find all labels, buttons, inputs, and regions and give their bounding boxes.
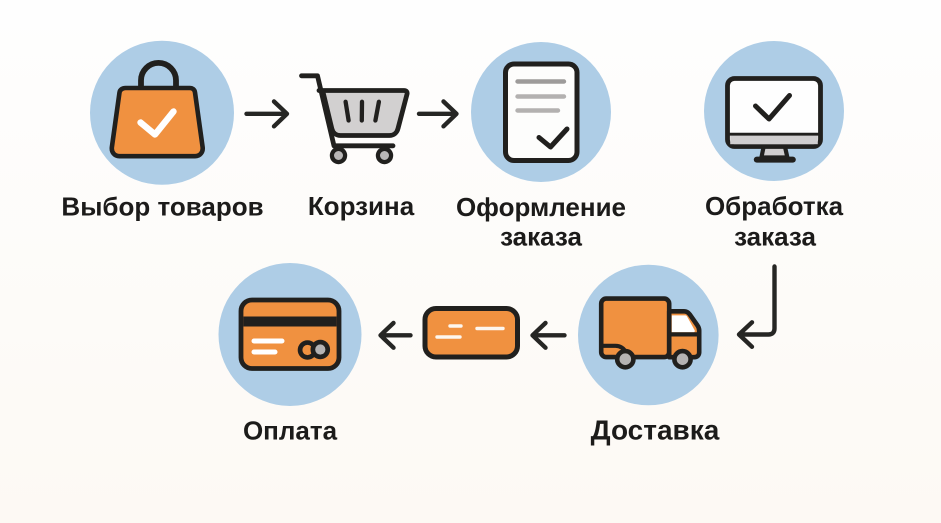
- svg-text:Доставка: Доставка: [591, 415, 720, 446]
- svg-text:Корзина: Корзина: [308, 191, 415, 221]
- svg-text:Оформление: Оформление: [456, 192, 626, 222]
- svg-text:заказа: заказа: [500, 222, 582, 252]
- svg-text:заказа: заказа: [734, 222, 816, 252]
- svg-text:Оплата: Оплата: [243, 416, 338, 446]
- svg-text:Выбор товаров: Выбор товаров: [61, 192, 263, 222]
- svg-text:Обработка: Обработка: [705, 191, 844, 221]
